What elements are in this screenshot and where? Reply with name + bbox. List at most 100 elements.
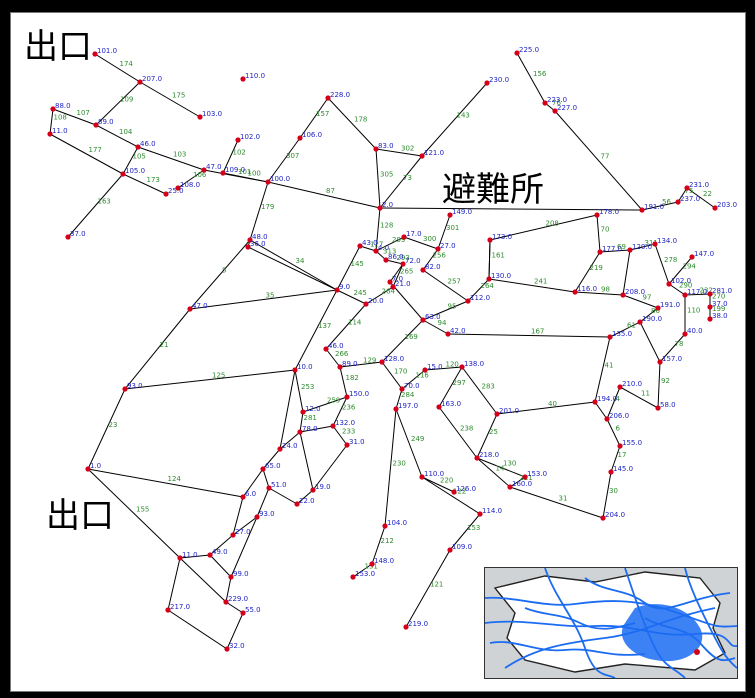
edge-label: 75	[685, 187, 694, 195]
edge-label: 30	[609, 487, 618, 495]
network-node	[592, 399, 598, 405]
network-node	[383, 257, 389, 263]
node-label: 4.0	[378, 244, 389, 252]
network-node	[419, 153, 425, 159]
network-node	[50, 106, 56, 112]
edge-label: 199	[712, 305, 725, 313]
edge-label: 21	[160, 341, 169, 349]
network-edge	[639, 307, 659, 323]
node-label: 12.0	[305, 405, 321, 413]
node-label: 206.0	[609, 412, 629, 420]
network-node	[369, 561, 375, 567]
network-edge	[379, 207, 643, 211]
node-label: 231.0	[689, 181, 709, 189]
edge-label: 155	[136, 506, 149, 514]
node-label: 36.0	[250, 240, 266, 248]
node-label: 109.0	[452, 543, 472, 551]
node-label: 110.0	[245, 72, 265, 80]
network-node	[387, 279, 393, 285]
edge-label: 179	[261, 203, 274, 211]
network-edge	[167, 557, 181, 611]
edge-label: 219	[590, 264, 603, 272]
node-label: 116.0	[577, 285, 597, 293]
edge-label: 102	[233, 149, 246, 157]
edge-label: 313	[383, 248, 396, 256]
node-label: 49.0	[212, 548, 228, 556]
network-node	[608, 469, 614, 475]
edge-label: 249	[411, 435, 424, 443]
edge-label: 35	[266, 292, 275, 300]
network-node	[393, 406, 399, 412]
network-node	[165, 607, 171, 613]
node-label: 7.0	[392, 275, 403, 283]
node-label: 27.0	[235, 528, 251, 536]
network-edge	[686, 187, 716, 209]
node-layer	[47, 50, 718, 652]
network-edge	[594, 401, 608, 420]
network-node	[330, 423, 336, 429]
network-edge	[381, 361, 403, 390]
network-edge	[209, 534, 234, 556]
node-label: 120.0	[632, 243, 652, 251]
network-node	[135, 144, 141, 150]
edge-label: 110	[687, 307, 700, 315]
edge-label: 311	[645, 239, 658, 247]
network-node	[507, 484, 513, 490]
edge-label: 100	[248, 170, 261, 178]
edge-label: 266	[335, 350, 349, 358]
network-edge	[225, 576, 232, 603]
network-node	[377, 205, 383, 211]
network-edge	[622, 294, 659, 309]
edge-label: 129	[363, 357, 376, 365]
network-edge	[230, 516, 258, 578]
node-label: 197.0	[398, 402, 418, 410]
edge-label: 175	[172, 92, 185, 100]
network-edge	[684, 293, 711, 296]
network-edge	[461, 366, 498, 415]
edge-label: 14	[496, 465, 505, 473]
network-edge	[325, 303, 367, 350]
network-edge	[94, 53, 141, 83]
network-edge	[657, 361, 661, 409]
edge-label: 245	[354, 289, 367, 297]
node-label: 149.0	[452, 208, 472, 216]
edge-label: 31	[559, 495, 568, 503]
node-label: 93.0	[127, 382, 143, 390]
network-node	[266, 485, 272, 491]
network-edge	[365, 286, 394, 305]
network-node	[639, 207, 645, 213]
network-node	[422, 367, 428, 373]
node-label: 72.0	[405, 257, 421, 265]
network-node	[297, 135, 303, 141]
network-node	[65, 234, 71, 240]
inset-location-marker	[694, 649, 700, 655]
network-node	[337, 364, 343, 370]
edge-label: 284	[401, 391, 415, 399]
network-edge	[449, 513, 481, 551]
edge-label: 301	[446, 224, 459, 232]
edge-label: 128	[380, 222, 393, 230]
network-edge	[87, 388, 126, 470]
node-label: 48.0	[252, 233, 268, 241]
network-edge	[379, 155, 423, 209]
node-label: 134.0	[657, 237, 677, 245]
network-edge	[659, 333, 686, 363]
network-edge	[422, 248, 439, 271]
edge-label: 241	[534, 278, 547, 286]
network-edge	[606, 386, 621, 420]
network-edge	[332, 396, 348, 427]
network-node	[323, 346, 329, 352]
network-edge	[488, 278, 576, 293]
node-label: 104.0	[387, 519, 407, 527]
edge-label: 114	[348, 319, 362, 327]
network-node	[420, 317, 426, 323]
network-node	[292, 367, 298, 373]
node-label: 121.0	[424, 149, 444, 157]
network-edge	[268, 487, 298, 505]
network-node	[277, 446, 283, 452]
network-node	[459, 364, 465, 370]
network-edge	[438, 406, 478, 459]
network-edge	[262, 448, 281, 470]
node-label: 219.0	[408, 620, 428, 628]
node-label: 89.0	[98, 118, 114, 126]
